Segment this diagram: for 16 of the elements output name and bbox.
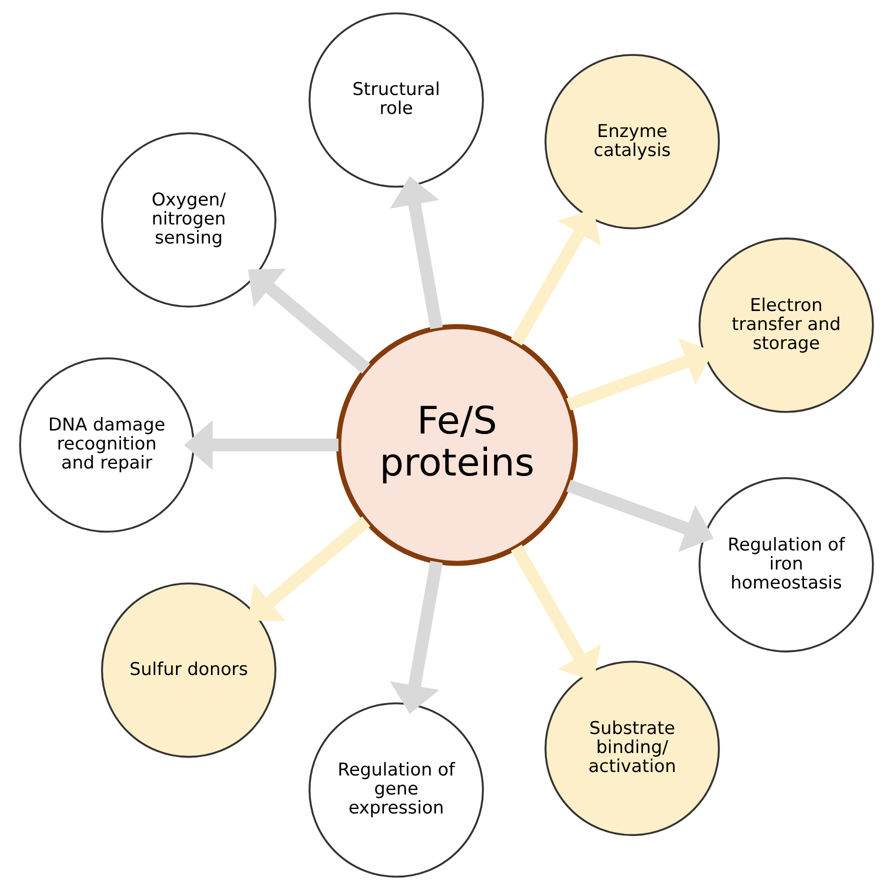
node-circle: Oxygen/ nitrogen sensing [101,132,276,308]
node-circle: Enzyme catalysis [544,54,720,230]
arrow [248,268,370,374]
node-circle: Structural role [308,12,484,188]
arrow [184,420,338,470]
arrow [566,480,714,552]
node-circle: Sulfur donors [101,582,276,758]
arrow [390,176,443,330]
node-circle: Regulation of iron homeostasis [698,477,874,652]
arrow [248,516,370,622]
node-circle: Fe/S proteins [336,324,578,566]
node-circle: Electron transfer and storage [698,238,874,413]
node-circle: Regulation of gene expression [308,702,484,878]
node-circle: DNA damage recognition and repair [19,357,194,533]
arrow [390,560,443,714]
node-circle: Substrate binding/ activation [544,660,720,836]
